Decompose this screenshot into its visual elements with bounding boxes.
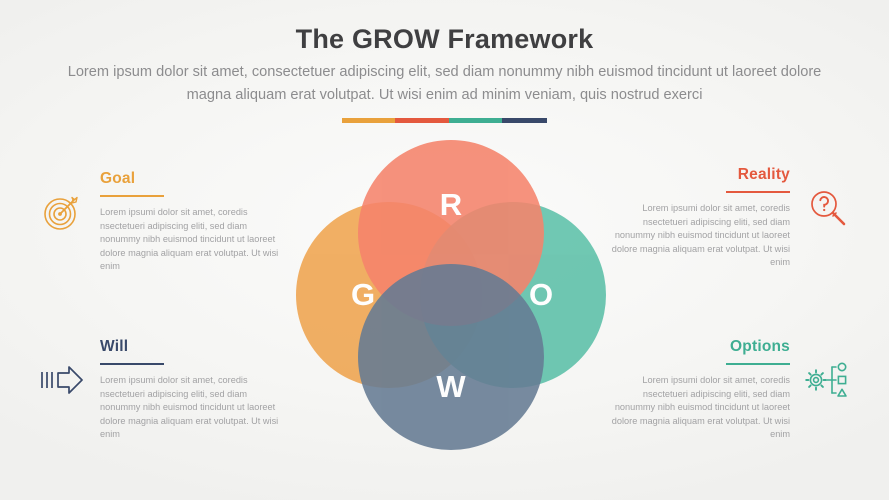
block-options: Options Lorem ipsumi dolor sit amet, cor… (562, 338, 852, 442)
venn-letter-o: O (528, 277, 554, 312)
venn-letter-r: R (439, 187, 463, 222)
accent-divider (341, 118, 548, 123)
body-reality: Lorem ipsumi dolor sit amet, coredis nse… (611, 203, 790, 267)
venn-diagram: G O R W (296, 140, 606, 450)
body-options: Lorem ipsumi dolor sit amet, coredis nse… (611, 375, 790, 439)
heading-goal: Goal (100, 170, 136, 187)
page-title: The GROW Framework (295, 24, 594, 54)
block-options-text: Options Lorem ipsumi dolor sit amet, cor… (562, 338, 790, 442)
venn-letter-w: W (436, 369, 466, 404)
block-will-text: Will Lorem ipsumi dolor sit amet, coredi… (100, 338, 328, 442)
block-will: Will Lorem ipsumi dolor sit amet, coredi… (38, 338, 328, 442)
block-goal-text: Goal Lorem ipsumi dolor sit amet, coredi… (100, 170, 328, 274)
heading-rule-reality (726, 191, 790, 193)
heading-rule-options (726, 363, 790, 365)
heading-rule-will (100, 363, 164, 365)
magnifier-question-icon (804, 184, 852, 232)
block-goal: Goal Lorem ipsumi dolor sit amet, coredi… (38, 170, 328, 274)
venn-circle-will[interactable]: W (358, 264, 544, 450)
divider-segment-will (502, 118, 548, 123)
heading-options: Options (730, 338, 790, 355)
block-reality-text: Reality Lorem ipsumi dolor sit amet, cor… (562, 166, 790, 270)
heading-rule-goal (100, 195, 164, 197)
block-reality: Reality Lorem ipsumi dolor sit amet, cor… (562, 166, 852, 270)
heading-reality: Reality (737, 166, 790, 183)
body-will: Lorem ipsumi dolor sit amet, coredis nse… (100, 375, 279, 439)
venn-letter-g: G (350, 277, 376, 312)
gear-branch-shapes-icon (804, 356, 852, 404)
divider-segment-goal (341, 118, 396, 123)
divider-segment-options (448, 118, 503, 123)
target-icon (38, 188, 86, 236)
heading-will: Will (100, 338, 129, 355)
motion-arrow-icon (38, 356, 86, 404)
page-subtitle: Lorem ipsum dolor sit amet, consectetuer… (67, 64, 822, 103)
divider-segment-reality (395, 118, 449, 123)
body-goal: Lorem ipsumi dolor sit amet, coredis nse… (100, 207, 279, 271)
